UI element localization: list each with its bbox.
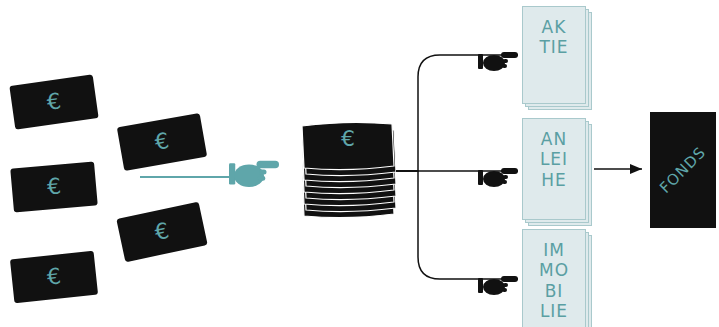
euro-sign: € — [46, 265, 62, 288]
asset-label: AN LEI HE — [540, 129, 568, 219]
euro-sign: € — [153, 220, 171, 244]
asset-document: AN LEI HE — [522, 118, 586, 220]
pointing-hand — [229, 161, 279, 187]
pointer-connector — [396, 171, 518, 279]
fund-box: FONDS — [650, 112, 716, 228]
asset-document: AK TIE — [522, 6, 586, 104]
banknote: € — [116, 202, 207, 263]
banknote: € — [9, 74, 98, 129]
banknote: € — [10, 251, 98, 304]
banknote: € — [117, 113, 207, 171]
asset-label: IM MO BI LIE — [539, 240, 569, 327]
pointer-connector — [396, 55, 518, 171]
banknote-stack: € — [300, 120, 396, 226]
euro-sign: € — [46, 90, 63, 114]
euro-sign: € — [153, 130, 171, 154]
pointer-line — [140, 176, 232, 178]
fund-label: FONDS — [656, 143, 710, 197]
asset-document: IM MO BI LIE — [522, 229, 586, 327]
banknote: € — [10, 161, 98, 212]
euro-sign: € — [300, 128, 396, 150]
euro-sign: € — [46, 175, 62, 198]
asset-label: AK TIE — [539, 17, 568, 103]
arrow-connector — [594, 168, 642, 170]
